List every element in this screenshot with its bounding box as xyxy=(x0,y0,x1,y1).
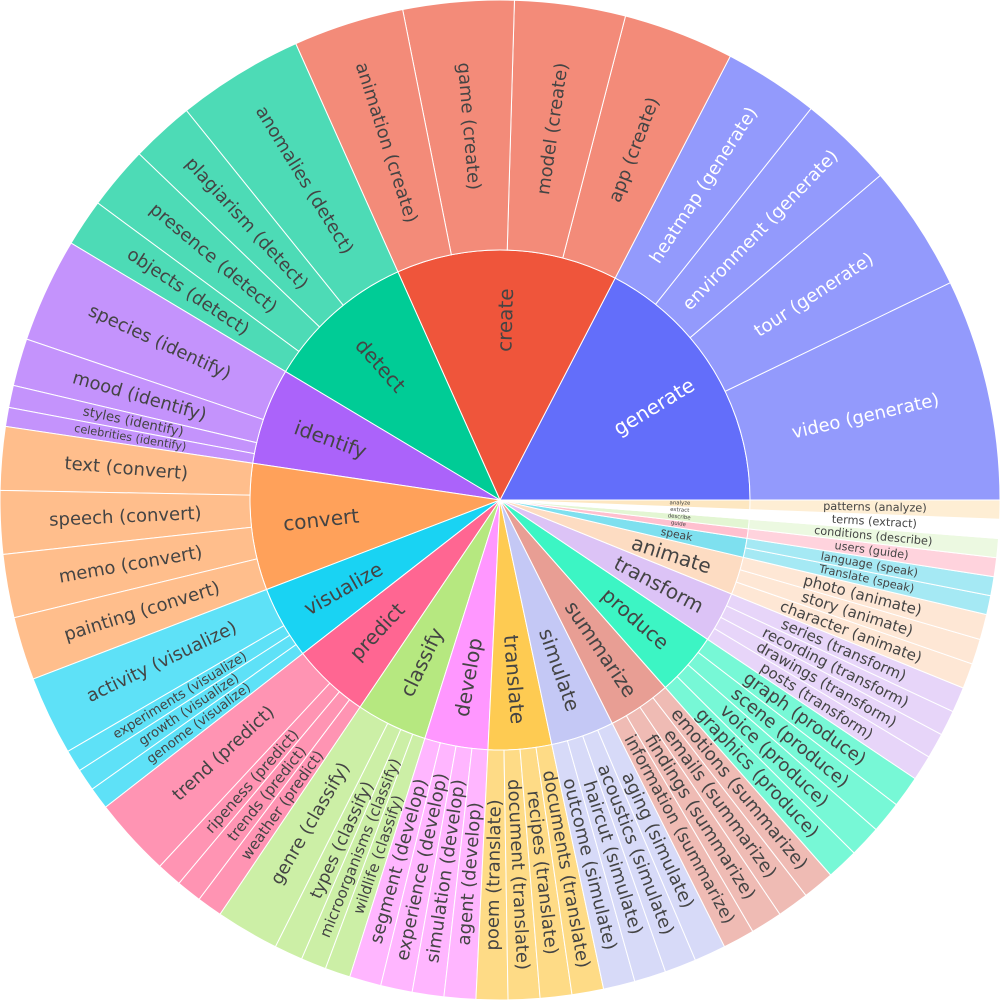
segment-wildlife-classify[interactable] xyxy=(324,733,426,978)
segment-users-guide[interactable] xyxy=(746,528,998,578)
segment-photo-animate[interactable] xyxy=(739,556,988,641)
segment-acoustics-simulate[interactable] xyxy=(582,729,697,973)
segment-experiments-visualize[interactable] xyxy=(67,625,291,772)
segment-terms-extract[interactable] xyxy=(748,509,1000,540)
inner-ring xyxy=(249,249,751,751)
segment-recipes-translate[interactable] xyxy=(519,746,573,999)
segment-growth-visualize[interactable] xyxy=(78,634,297,790)
segment-text-convert[interactable] xyxy=(0,425,254,496)
segment-voice-produce[interactable] xyxy=(676,664,877,854)
segment-microorganisms-classify[interactable] xyxy=(300,728,414,970)
segment-character-animate[interactable] xyxy=(731,581,973,689)
segment-app-create[interactable] xyxy=(562,15,731,279)
segment-drawings-transform[interactable] xyxy=(713,616,943,758)
segment-weather-predict[interactable] xyxy=(198,698,361,915)
segment-series-transform[interactable] xyxy=(725,593,964,713)
segment-mood-identify[interactable] xyxy=(12,338,264,444)
segment-story-animate[interactable] xyxy=(735,569,981,665)
segment-experience-develop[interactable] xyxy=(380,742,457,993)
segment-graphics-produce[interactable] xyxy=(664,675,855,876)
segment-trend-predict[interactable] xyxy=(104,652,331,868)
segment-painting-convert[interactable] xyxy=(13,558,268,680)
segment-translate-speak[interactable] xyxy=(742,547,992,616)
segment-scene-produce[interactable] xyxy=(687,651,898,831)
segment-model-create[interactable] xyxy=(506,0,627,259)
segment-presence-detect[interactable] xyxy=(97,153,321,353)
segment-genre-classify[interactable] xyxy=(219,706,389,948)
segment-outcome-simulate[interactable] xyxy=(551,740,636,990)
segment-conditions-describe[interactable] xyxy=(747,518,1000,559)
segment-agent-develop[interactable] xyxy=(443,747,489,1000)
segment-segment-develop[interactable] xyxy=(349,737,441,987)
segment-documents-translate[interactable] xyxy=(535,743,605,996)
segment-recording-transform[interactable] xyxy=(720,605,954,736)
segment-haircut-simulate[interactable] xyxy=(566,735,667,983)
segment-language-speak[interactable] xyxy=(744,537,995,597)
segment-ripeness-predict[interactable] xyxy=(159,682,341,885)
segment-document-translate[interactable] xyxy=(503,748,541,1000)
segment-emails-summarize[interactable] xyxy=(639,697,807,915)
segment-game-create[interactable] xyxy=(402,0,515,256)
segment-activity-visualize[interactable] xyxy=(32,588,285,753)
segment-trends-predict[interactable] xyxy=(178,690,351,901)
segment-styles-identify[interactable] xyxy=(8,384,258,455)
segment-environment-generate[interactable] xyxy=(654,107,881,339)
segment-posts-transform[interactable] xyxy=(706,627,930,780)
segment-simulation-develop[interactable] xyxy=(411,745,473,998)
segment-types-classify[interactable] xyxy=(274,722,402,960)
segment-genome-visualize[interactable] xyxy=(91,643,304,808)
segment-emotions-summarize[interactable] xyxy=(652,686,832,897)
segment-findings-summarize[interactable] xyxy=(625,706,781,933)
segment-speech-convert[interactable] xyxy=(0,489,253,556)
segment-species-identify[interactable] xyxy=(25,242,287,421)
segment-anomalies-detect[interactable] xyxy=(185,42,399,306)
segment-graph-produce[interactable] xyxy=(697,638,916,806)
segment-plagiarism-detect[interactable] xyxy=(138,109,344,328)
segment-aging-simulate[interactable] xyxy=(597,722,726,961)
segment-information-summarize[interactable] xyxy=(611,715,754,948)
segment-memo-convert[interactable] xyxy=(2,526,258,619)
segment-heatmap-generate[interactable] xyxy=(614,55,812,305)
segment-celebrities-identify[interactable] xyxy=(4,406,255,464)
segment-tour-generate[interactable] xyxy=(689,174,951,392)
segment-animation-create[interactable] xyxy=(295,8,452,273)
segment-objects-detect[interactable] xyxy=(70,202,300,373)
